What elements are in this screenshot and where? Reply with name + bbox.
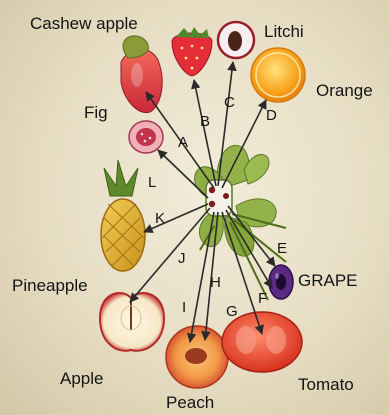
peach-image — [166, 326, 228, 388]
label-apple: Apple — [60, 370, 103, 387]
letter-j: J — [178, 251, 186, 266]
label-fig: Fig — [84, 104, 108, 121]
grape-image — [269, 265, 293, 299]
label-pineapple: Pineapple — [12, 277, 88, 294]
label-tomato: Tomato — [298, 376, 354, 393]
letter-g: G — [226, 304, 238, 319]
letter-e: E — [277, 241, 287, 256]
letter-d: D — [266, 108, 277, 123]
label-grape: GRAPE — [298, 272, 358, 289]
litchi-image — [218, 22, 254, 58]
pineapple-image — [101, 160, 145, 271]
strawberry-image — [172, 27, 212, 76]
letter-f: F — [258, 291, 267, 306]
letter-a: A — [178, 135, 188, 150]
tomato-image — [222, 312, 302, 372]
arrow-k — [144, 204, 208, 232]
letter-c: C — [224, 95, 235, 110]
letter-k: K — [155, 211, 165, 226]
letter-l: L — [148, 175, 156, 190]
label-litchi: Litchi — [264, 23, 304, 40]
letter-h: H — [210, 275, 221, 290]
apple-image — [100, 293, 164, 351]
letter-b: B — [200, 114, 210, 129]
label-peach: Peach — [166, 394, 214, 411]
letter-i: I — [182, 300, 186, 315]
fig-image — [129, 121, 163, 153]
label-cashew-apple: Cashew apple — [30, 15, 138, 32]
orange-image — [251, 48, 305, 102]
cashew-apple-image — [121, 36, 162, 113]
label-orange: Orange — [316, 82, 373, 99]
